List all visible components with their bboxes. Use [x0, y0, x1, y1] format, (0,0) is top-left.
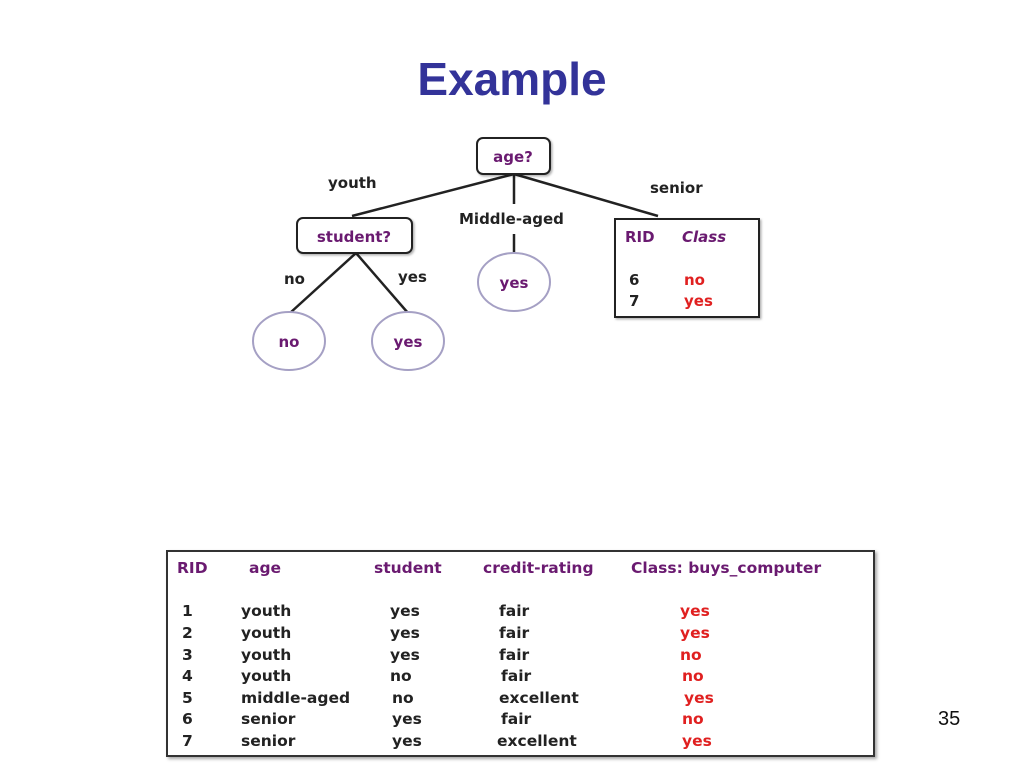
student-node [296, 217, 413, 254]
table-row-3-student: yes [390, 646, 420, 664]
table-row-3-credit: fair [499, 646, 530, 664]
table-row-3-class: no [680, 646, 702, 664]
table-row-6-credit: fair [501, 710, 532, 728]
slide-title: Example [417, 53, 607, 105]
leaf-middle-aged-yes-label: yes [500, 274, 529, 292]
page-number: 35 [938, 708, 961, 730]
table-header-student: student [374, 559, 442, 577]
table-row-7-age: senior [241, 732, 296, 750]
table-row-5-rid: 5 [182, 689, 193, 707]
senior-table-header-rid: RID [625, 228, 655, 246]
table-row-5-class: yes [684, 689, 714, 707]
table-header-credit-rating: credit-rating [483, 559, 594, 577]
table-row-3-rid: 3 [182, 646, 193, 664]
senior-table-header-class: Class [682, 228, 726, 246]
table-row-5-credit: excellent [499, 689, 579, 707]
table-row-3-age: youth [241, 646, 292, 664]
table-header-age: age [249, 559, 282, 577]
table-row-4-credit: fair [501, 667, 532, 685]
table-row-2-class: yes [680, 624, 710, 642]
table-header-rid: RID [177, 559, 208, 577]
senior-table-class-2: yes [684, 292, 713, 310]
leaf-no-label: no [279, 333, 300, 351]
table-row-2-age: youth [241, 624, 292, 642]
table-row-4-rid: 4 [182, 667, 193, 685]
edge-student-no [289, 252, 357, 314]
table-row-5-student: no [392, 689, 414, 707]
table-row-6-student: yes [392, 710, 422, 728]
table-row-4-student: no [390, 667, 412, 685]
leaf-middle-aged-yes [477, 252, 551, 312]
table-row-7-credit: excellent [497, 732, 577, 750]
table-row-6-age: senior [241, 710, 296, 728]
branch-label-senior: senior [650, 179, 703, 197]
table-row-2-credit: fair [499, 624, 530, 642]
edge-age-senior [513, 172, 659, 218]
senior-table-class-1: no [684, 271, 705, 289]
decision-tree: age? youth Middle-aged senior student? n… [252, 137, 760, 371]
root-node [476, 137, 551, 175]
table-row-1-rid: 1 [182, 602, 193, 620]
senior-table-box [614, 218, 760, 318]
edge-age-youth [351, 172, 515, 218]
table-row-6-class: no [682, 710, 704, 728]
branch-label-yes: yes [398, 268, 427, 286]
edge-student-yes [355, 252, 409, 314]
table-row-6-rid: 6 [182, 710, 193, 728]
training-data-table: RID age student credit-rating Class: buy… [166, 550, 875, 757]
table-row-2-student: yes [390, 624, 420, 642]
leaf-yes [371, 311, 445, 371]
table-row-7-rid: 7 [182, 732, 193, 750]
root-node-label: age? [493, 148, 533, 166]
branch-label-middle-aged: Middle-aged [459, 210, 564, 228]
table-row-7-class: yes [682, 732, 712, 750]
leaf-yes-label: yes [394, 333, 423, 351]
table-row-1-credit: fair [499, 602, 530, 620]
branch-label-no: no [284, 270, 305, 288]
student-node-label: student? [317, 228, 391, 246]
table-row-1-class: yes [680, 602, 710, 620]
table-row-4-class: no [682, 667, 704, 685]
branch-label-youth: youth [328, 174, 377, 192]
table-row-1-student: yes [390, 602, 420, 620]
table-row-2-rid: 2 [182, 624, 193, 642]
table-row-1-age: youth [241, 602, 292, 620]
senior-table-rid-2: 7 [629, 292, 639, 310]
table-row-5-age: middle-aged [241, 689, 351, 707]
table-row-4-age: youth [241, 667, 292, 685]
leaf-no [252, 311, 326, 371]
senior-table-rid-1: 6 [629, 271, 639, 289]
table-row-7-student: yes [392, 732, 422, 750]
table-header-class: Class: buys_computer [631, 559, 822, 577]
